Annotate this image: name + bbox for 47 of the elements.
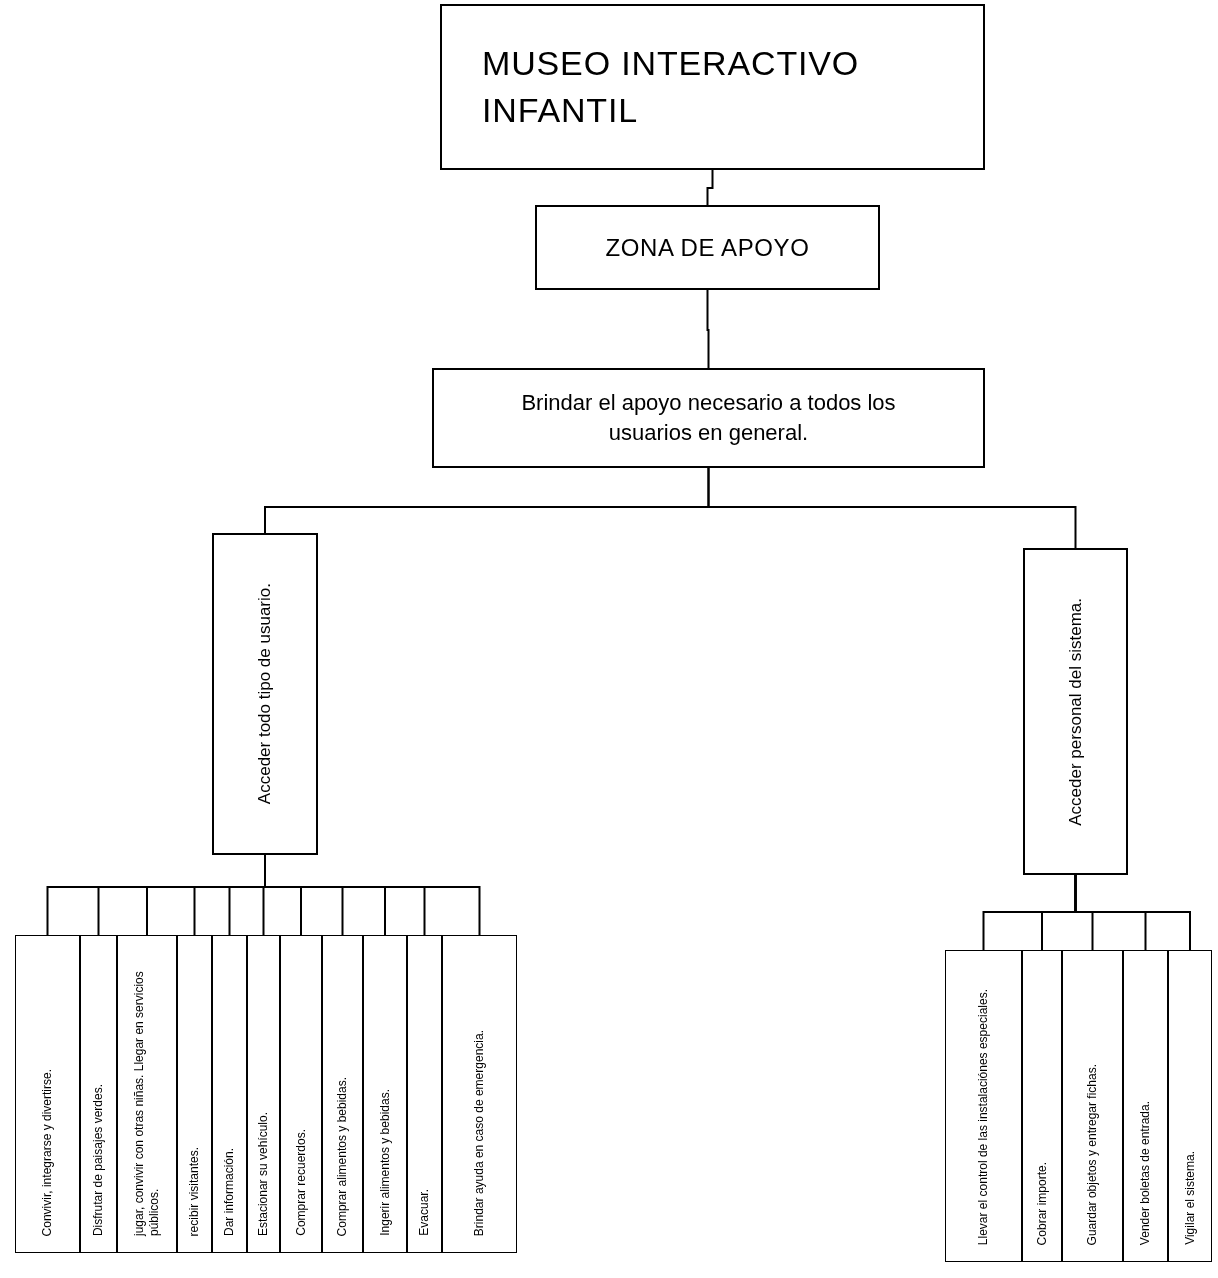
vertical-text: Guardar objetos y entregar fichas. xyxy=(1085,1063,1100,1245)
task-column xyxy=(212,935,247,1253)
vertical-text: Evacuar. xyxy=(417,1189,432,1236)
task-column xyxy=(15,935,80,1253)
task-column xyxy=(1022,950,1062,1262)
vertical-text: Ingerir alimentos y bebidas. xyxy=(377,1089,393,1236)
task-column xyxy=(442,935,517,1253)
box-text: Brindar el apoyo necesario a todos los usuarios en general. xyxy=(520,388,897,447)
vertical-text: jugar, convivir con otras niñas. Llegar en servicios públicos. xyxy=(132,970,162,1236)
vertical-text: Acceder personal del sistema. xyxy=(1064,597,1086,826)
task-column xyxy=(407,935,442,1253)
connector-line xyxy=(707,467,1077,549)
task-column xyxy=(363,935,407,1253)
vertical-text: Acceder todo tipo de usuario. xyxy=(254,583,276,805)
connector-line xyxy=(1074,874,1191,951)
task-column xyxy=(322,935,363,1253)
vertical-text: Vigilar el sistema. xyxy=(1182,1151,1198,1245)
task-column xyxy=(1123,950,1168,1262)
task-column xyxy=(177,935,212,1253)
heading-box xyxy=(440,4,985,170)
box-text: ZONA DE APOYO xyxy=(605,233,810,263)
branch-box xyxy=(212,533,318,855)
branch-box xyxy=(1023,548,1128,875)
task-column xyxy=(945,950,1022,1262)
task-column xyxy=(1168,950,1212,1262)
heading-box xyxy=(535,205,880,290)
task-column xyxy=(1062,950,1123,1262)
vertical-text: recibir visitantes. xyxy=(187,1146,202,1236)
task-column xyxy=(247,935,280,1253)
vertical-text: Comprar alimentos y bebidas. xyxy=(335,1076,350,1236)
task-column xyxy=(117,935,177,1253)
vertical-text: Convivir, integrarse y divertirse. xyxy=(40,1068,55,1236)
vertical-text: Estacionar su vehículo. xyxy=(256,1111,271,1236)
heading-box xyxy=(432,368,985,468)
connector-line xyxy=(706,169,714,206)
vertical-text: Comprar recuerdos. xyxy=(293,1129,309,1236)
vertical-text: Disfrutar de paisajes verdes. xyxy=(91,1083,106,1236)
task-column xyxy=(80,935,117,1253)
connector-line xyxy=(264,854,481,936)
vertical-text: Llevar el control de las instalaciónes especiales. xyxy=(976,988,991,1245)
box-text: MUSEO INTERACTIVO INFANTIL xyxy=(482,43,861,131)
vertical-text: Dar información. xyxy=(222,1147,237,1236)
connector-line xyxy=(706,289,710,369)
vertical-text: Cobrar importe. xyxy=(1034,1161,1050,1245)
task-column xyxy=(280,935,322,1253)
vertical-text: Brindar ayuda en caso de emergencia. xyxy=(472,1029,487,1236)
vertical-text: Vender boletas de entrada. xyxy=(1138,1100,1153,1245)
